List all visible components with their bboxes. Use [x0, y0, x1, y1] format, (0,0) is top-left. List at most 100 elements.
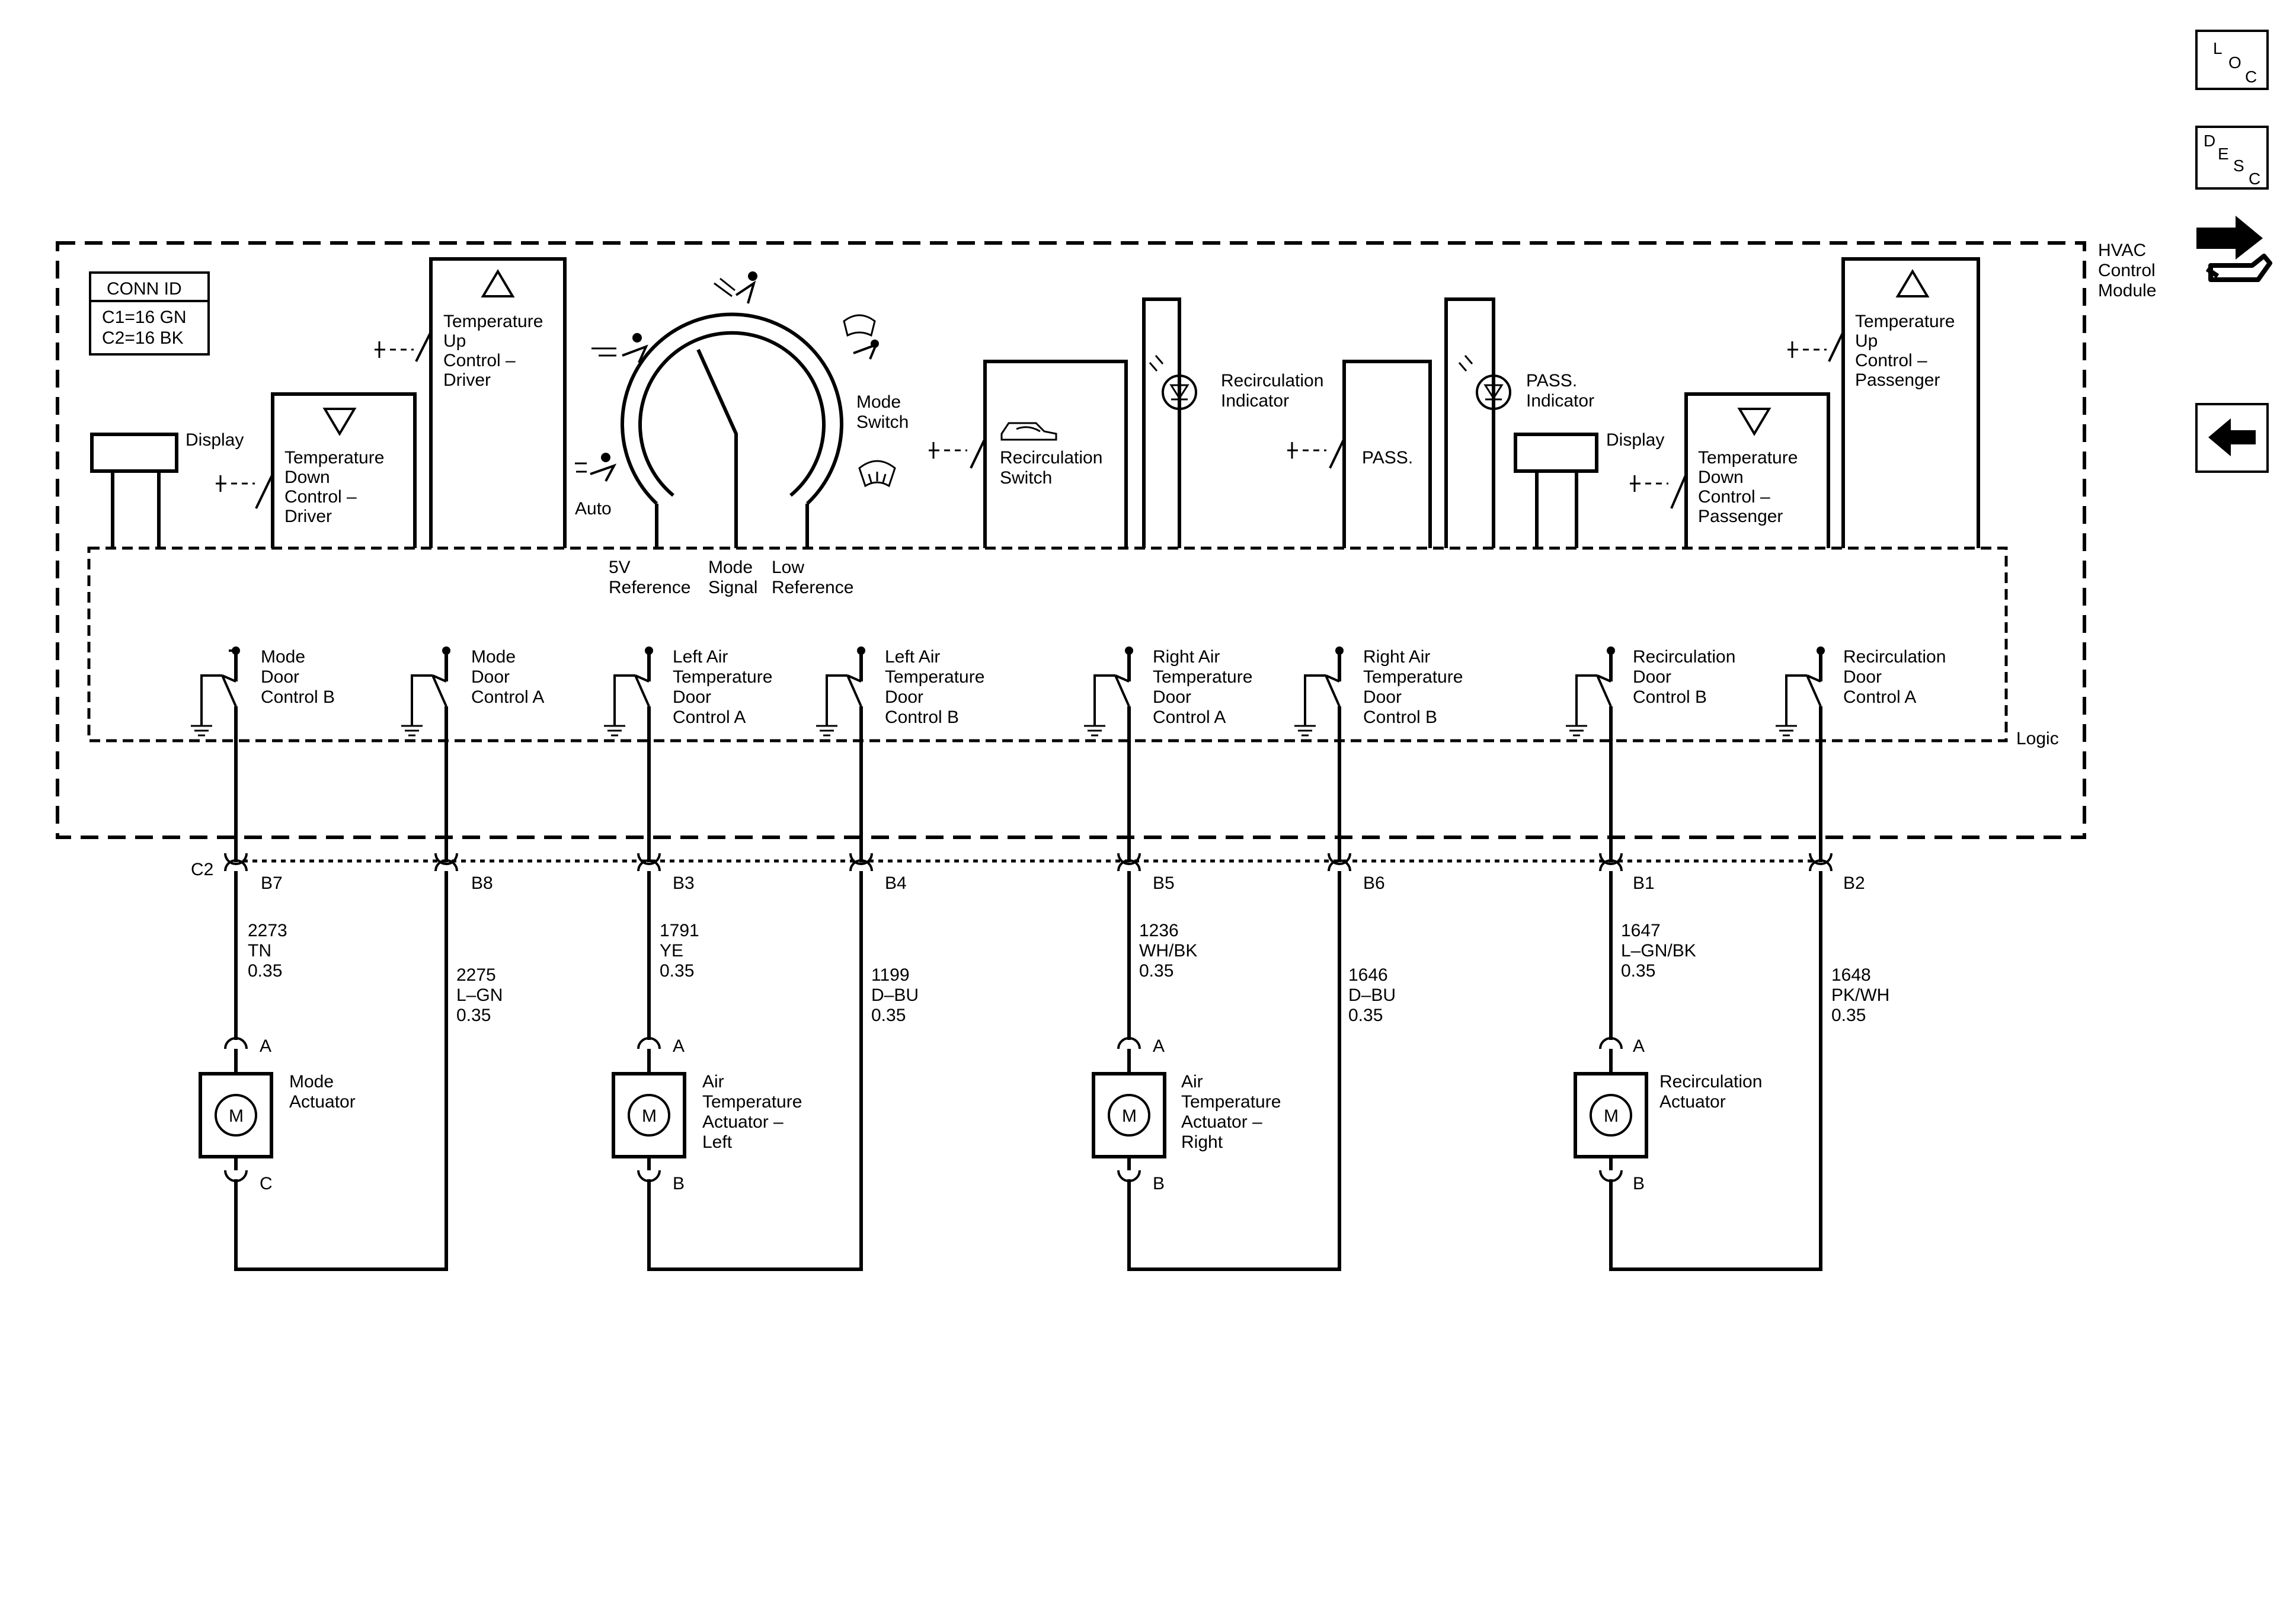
mode-switch-label-2: Switch — [856, 412, 909, 432]
logic-output-3-label-3: Door — [885, 687, 923, 707]
recirculation-switch: Recirculation Switch — [929, 360, 1128, 548]
temp-up-driver-label-1: Temperature — [443, 312, 543, 331]
triangle-up-icon — [1895, 269, 1930, 297]
auto-label: Auto — [575, 499, 612, 518]
actuator-pin-top: A — [1633, 1036, 1645, 1056]
mode-5v-ref-label-2: Reference — [609, 578, 690, 597]
connector-pin-b6: B6 — [1328, 853, 1385, 893]
wire-1647: 1647 L–GN/BK 0.35 — [1609, 871, 1696, 1040]
back-button[interactable] — [2195, 403, 2269, 473]
logic-output-5-label-1: Right Air — [1363, 647, 1430, 667]
logic-output-4-label-2: Temperature — [1153, 667, 1252, 687]
desc-letter-c: C — [2249, 169, 2261, 188]
loc-button[interactable]: L O C — [2195, 30, 2269, 90]
temp-up-driver-switch: Temperature Up Control – Driver — [375, 257, 567, 548]
wire-color: D–BU — [1348, 985, 1396, 1005]
wire-gauge: 0.35 — [1348, 1006, 1383, 1025]
logic-label: Logic — [2016, 729, 2059, 748]
pass-indicator-label-2: Indicator — [1526, 391, 1594, 411]
logic-output-0-label-1: Mode — [261, 647, 305, 667]
actuator-name-4: Left — [702, 1132, 733, 1152]
hvac-module-label-3: Module — [2098, 281, 2156, 300]
temp-down-passenger-label-3: Control – — [1698, 487, 1770, 507]
motor-label: M — [1122, 1106, 1137, 1126]
wire-1791: 1791 YE 0.35 — [647, 871, 699, 1040]
triangle-down-icon — [322, 408, 357, 436]
logic-output-2-label-3: Door — [673, 687, 711, 707]
wire-circuit: 2275 — [456, 965, 496, 985]
wire-circuit: 1236 — [1139, 921, 1179, 940]
mode-low-ref-label-2: Reference — [772, 578, 853, 597]
recirculation-indicator: Recirculation Indicator — [1142, 297, 1323, 548]
temp-up-passenger-label-2: Up — [1855, 331, 1878, 351]
actuator-name-2: Actuator — [289, 1092, 356, 1112]
logic-output-5-label-3: Door — [1363, 687, 1402, 707]
wire-gauge: 0.35 — [1139, 961, 1173, 981]
pin-label: B8 — [471, 873, 493, 893]
conn-id-c2: C2=16 BK — [102, 328, 184, 348]
wire-color: D–BU — [871, 985, 919, 1005]
mode-low-ref-label-1: Low — [772, 558, 804, 577]
temp-up-driver-label-4: Driver — [443, 370, 491, 390]
wire-1646: 1646 D–BU 0.35 — [1127, 871, 1396, 1271]
mode-switch-dial: Mode Switch Auto 5V Reference — [575, 271, 909, 597]
wire-color: PK/WH — [1831, 985, 1889, 1005]
air-temp-actuator-right: M A B Air Temperature Actuator – Right — [1092, 1036, 1281, 1193]
recirculation-actuator: M A B Recirculation Actuator — [1574, 1036, 1762, 1193]
wire-gauge: 0.35 — [1831, 1006, 1866, 1025]
logic-output-2-label-2: Temperature — [673, 667, 772, 687]
logic-output-1-label-3: Control A — [471, 687, 544, 707]
connector-id-label: C2 — [191, 860, 213, 879]
temp-up-passenger-label-3: Control – — [1855, 351, 1927, 370]
desc-letter-e: E — [2218, 145, 2229, 163]
motor-icon — [628, 1094, 670, 1137]
wire-1236: 1236 WH/BK 0.35 — [1127, 871, 1197, 1040]
temp-down-driver-label-2: Down — [284, 468, 330, 487]
pin-label: B1 — [1633, 873, 1655, 893]
wire-color: WH/BK — [1139, 941, 1197, 961]
wire-circuit: 2273 — [248, 921, 287, 940]
connector-c2: C2 B7 B8 B3 B4 B5 B6 B1 B2 — [191, 853, 1865, 893]
logic-output-6-label-3: Control B — [1633, 687, 1707, 707]
connector-swap-icon[interactable] — [2193, 207, 2276, 296]
connector-pin-b8: B8 — [434, 853, 493, 893]
wire-2273: 2273 TN 0.35 — [234, 871, 287, 1040]
wire-color: TN — [248, 941, 271, 961]
actuator-name-2: Temperature — [702, 1092, 802, 1112]
desc-button[interactable]: D E S C — [2195, 126, 2269, 190]
pass-switch-label: PASS. — [1362, 448, 1413, 468]
wire-gauge: 0.35 — [660, 961, 694, 981]
vent-floor-icon — [714, 271, 757, 304]
logic-output-1: Mode Door Control A — [401, 646, 544, 853]
loc-letter-c: C — [2245, 68, 2257, 86]
motor-icon — [1590, 1094, 1632, 1137]
wire-gauge: 0.35 — [871, 1006, 906, 1025]
actuator-name-3: Actuator – — [1181, 1112, 1262, 1132]
logic-output-4-label-3: Door — [1153, 687, 1191, 707]
pin-label: B5 — [1153, 873, 1175, 893]
mode-5v-ref-label-1: 5V — [609, 558, 631, 577]
recirc-indicator-label-1: Recirculation — [1221, 371, 1323, 391]
display-left-label: Display — [186, 430, 244, 450]
conn-id-box: CONN ID C1=16 GN C2=16 BK — [89, 271, 210, 356]
temp-up-passenger-switch: Temperature Up Control – Passenger — [1787, 257, 1980, 548]
hvac-module-label-2: Control — [2098, 261, 2156, 280]
temp-down-passenger-label-2: Down — [1698, 468, 1744, 487]
air-temp-actuator-left: M A B Air Temperature Actuator – Left — [612, 1036, 802, 1193]
connector-pin-b2: B2 — [1809, 853, 1865, 893]
wire-circuit: 1199 — [871, 965, 910, 985]
connector-pin-b1: B1 — [1599, 853, 1655, 893]
wire-2275: 2275 L–GN 0.35 — [234, 871, 503, 1271]
actuator-name-1: Air — [1181, 1072, 1203, 1092]
logic-output-0-label-2: Door — [261, 667, 299, 687]
logic-box: Logic — [87, 546, 2059, 748]
temp-down-driver-label-1: Temperature — [284, 448, 384, 468]
logic-output-7-label-3: Control A — [1843, 687, 1916, 707]
connector-pin-b4: B4 — [849, 853, 907, 893]
temp-down-driver-label-4: Driver — [284, 507, 332, 526]
motor-label: M — [1604, 1106, 1619, 1126]
actuator-name-3: Actuator – — [702, 1112, 784, 1132]
pin-label: B4 — [885, 873, 907, 893]
wire-color: L–GN/BK — [1621, 941, 1696, 961]
actuator-name-4: Right — [1181, 1132, 1223, 1152]
